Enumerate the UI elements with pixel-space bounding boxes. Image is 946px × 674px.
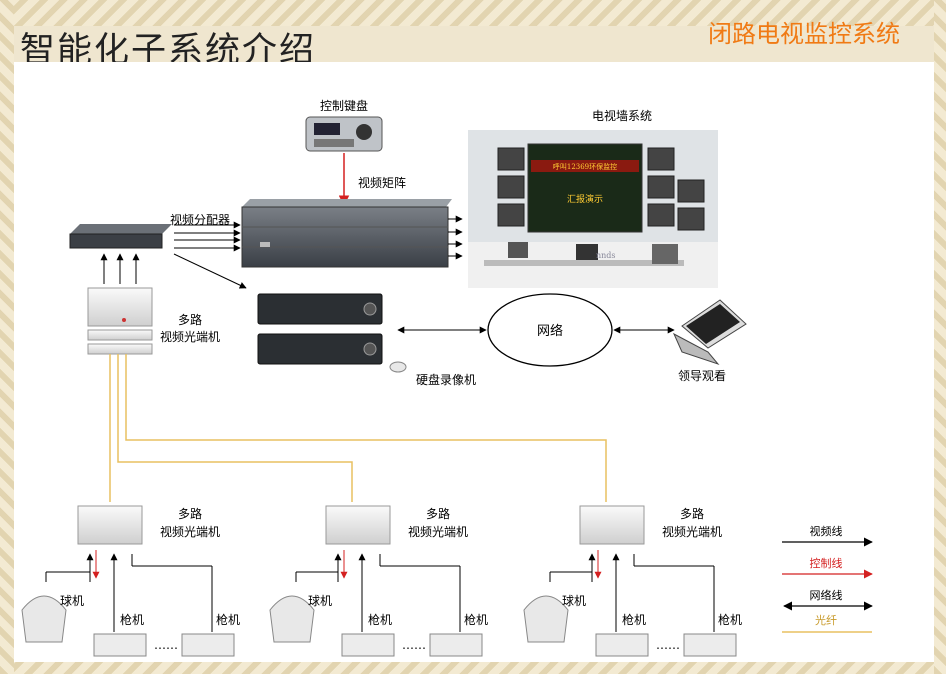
site-3-gun-camera-2 <box>683 633 737 657</box>
video-distributor <box>69 224 172 249</box>
site-3-gun-camera-1 <box>595 633 649 657</box>
site-2-fiber-terminal <box>325 505 391 545</box>
site-3-gun-label-1: 枪机 <box>622 612 646 627</box>
site-1-fiber-label-1: 多路 <box>178 506 202 521</box>
bottom-border-decoration <box>0 658 946 674</box>
site-2-gun-camera-2 <box>429 633 483 657</box>
control-keyboard <box>305 116 383 152</box>
site-2-dots: …… <box>402 638 426 652</box>
site-3-dome-label: 球机 <box>562 594 586 608</box>
main-fiber-label-1: 多路 <box>178 312 202 327</box>
left-border-decoration <box>0 0 14 674</box>
site-1-dome-label: 球机 <box>60 594 84 608</box>
site-3-dots: …… <box>656 638 680 652</box>
right-border-decoration <box>934 0 946 674</box>
video-matrix <box>241 199 452 268</box>
diagram-canvas: 控制键盘 视频矩阵 电视墙系统 呼叫12369环保监控 汇报演示 <box>14 62 934 662</box>
site-3-gun-label-2: 枪机 <box>718 612 742 627</box>
dvr-units <box>257 293 407 373</box>
site-2-gun-camera-1 <box>341 633 395 657</box>
site-3 <box>523 505 737 657</box>
wall-banner-text: 呼叫12369环保监控 <box>553 162 617 171</box>
site-1-fiber-terminal <box>77 505 143 545</box>
wall-logo-text: nnds <box>596 251 616 260</box>
fiber-to-distributor-video-lines <box>100 253 140 284</box>
site-3-fiber-label-1: 多路 <box>680 506 704 521</box>
site-1-gun-label-2: 枪机 <box>216 612 240 627</box>
main-fiber-terminal <box>87 287 153 355</box>
video-matrix-label: 视频矩阵 <box>358 175 406 190</box>
leader-viewing-label: 领导观看 <box>678 369 726 383</box>
site-2-dome-camera <box>269 595 315 643</box>
fiber-optic-lines <box>109 354 607 502</box>
network-cloud <box>487 293 613 367</box>
site-1-fiber-label-2: 视频光端机 <box>160 524 220 539</box>
site-1-dome-camera <box>21 595 67 643</box>
top-border-decoration <box>0 0 946 26</box>
site-3-fiber-label-2: 视频光端机 <box>662 524 722 539</box>
legend-label-control: 控制线 <box>810 556 843 570</box>
site-2 <box>269 505 483 657</box>
laptop-icon <box>672 299 747 366</box>
site-2-gun-label-2: 枪机 <box>464 612 488 627</box>
site-2-fiber-label-1: 多路 <box>426 506 450 521</box>
control-keyboard-label: 控制键盘 <box>320 98 368 113</box>
wall-slogan-text: 汇报演示 <box>567 193 603 205</box>
network-label: 网络 <box>537 323 563 339</box>
site-1-gun-label-1: 枪机 <box>120 612 144 627</box>
site-3-fiber-terminal <box>579 505 645 545</box>
distributor-to-matrix-video-lines <box>173 221 247 289</box>
site-2-dome-label: 球机 <box>308 594 332 608</box>
main-fiber-label-2: 视频光端机 <box>160 329 220 344</box>
video-distributor-label: 视频分配器 <box>170 212 230 227</box>
legend-label-network: 网络线 <box>810 588 843 602</box>
cctv-diagram: 控制键盘 视频矩阵 电视墙系统 呼叫12369环保监控 汇报演示 <box>21 98 873 657</box>
site-1-gun-camera-2 <box>181 633 235 657</box>
legend-label-video: 视频线 <box>810 524 843 538</box>
dvr-label: 硬盘录像机 <box>416 372 476 387</box>
site-1-gun-camera-1 <box>93 633 147 657</box>
site-2-gun-label-1: 枪机 <box>368 612 392 627</box>
matrix-to-wall-video-lines <box>448 215 463 260</box>
site-3-dome-camera <box>523 595 569 643</box>
site-1 <box>21 505 235 657</box>
video-wall-label: 电视墙系统 <box>592 108 652 123</box>
legend-label-fiber: 光纤 <box>815 613 837 627</box>
system-tag: 闭路电视监控系统 <box>708 20 900 48</box>
video-wall-photo: 呼叫12369环保监控 汇报演示 nnds <box>468 130 718 288</box>
site-1-dots: …… <box>154 638 178 652</box>
legend: 视频线 控制线 网络线 光纤 <box>782 524 873 633</box>
site-2-fiber-label-2: 视频光端机 <box>408 524 468 539</box>
